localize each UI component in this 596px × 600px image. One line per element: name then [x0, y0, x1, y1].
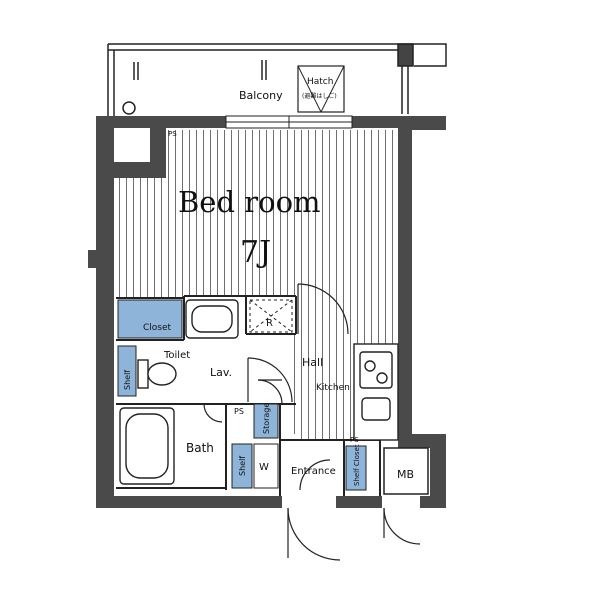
shelf-closet-label: Shelf Closet: [353, 444, 361, 486]
storage-label: Storage: [262, 403, 271, 434]
kitchen-label: Kitchen: [316, 383, 350, 393]
washer-space: [253, 443, 279, 489]
toilet-label: Toilet: [163, 350, 190, 361]
bathtub: [119, 407, 175, 485]
refrigerator-label: R: [266, 318, 273, 329]
refrigerator-space: [249, 299, 293, 333]
hatch-note: (避難はしご): [302, 92, 337, 100]
ps-label-bath: PS: [234, 407, 244, 416]
toilet: [137, 359, 177, 389]
hall-label: Hall: [302, 356, 323, 369]
closet-label: Closet: [143, 323, 172, 333]
hatch-label: Hatch: [307, 77, 333, 87]
shelf-label-toilet: Shelf: [123, 370, 132, 390]
blue-storage: [117, 299, 367, 491]
outer-walls: [88, 116, 446, 508]
mb-box: [383, 447, 429, 495]
hall-floor: [290, 334, 350, 434]
entrance-label: Entrance: [291, 466, 336, 477]
shelf-label-entrance: Shelf: [238, 456, 247, 476]
bath-label: Bath: [186, 441, 214, 455]
lav-label: Lav.: [210, 366, 232, 379]
balcony-railing: [107, 43, 447, 116]
bedroom-size: 7J: [240, 235, 271, 270]
washer-label: W: [259, 462, 269, 473]
door-swings: [203, 283, 421, 561]
kitchen-counter: [353, 343, 399, 441]
lavatory-sink: [185, 299, 239, 339]
hatch: [297, 65, 345, 113]
ps-label-entrance: PS: [350, 436, 359, 444]
window: [225, 115, 353, 129]
bedroom-title: Bed room: [178, 185, 321, 219]
balcony-label: Balcony: [239, 89, 283, 102]
mb-label: MB: [397, 468, 414, 481]
ps-label-bedroom: PS: [168, 130, 177, 138]
